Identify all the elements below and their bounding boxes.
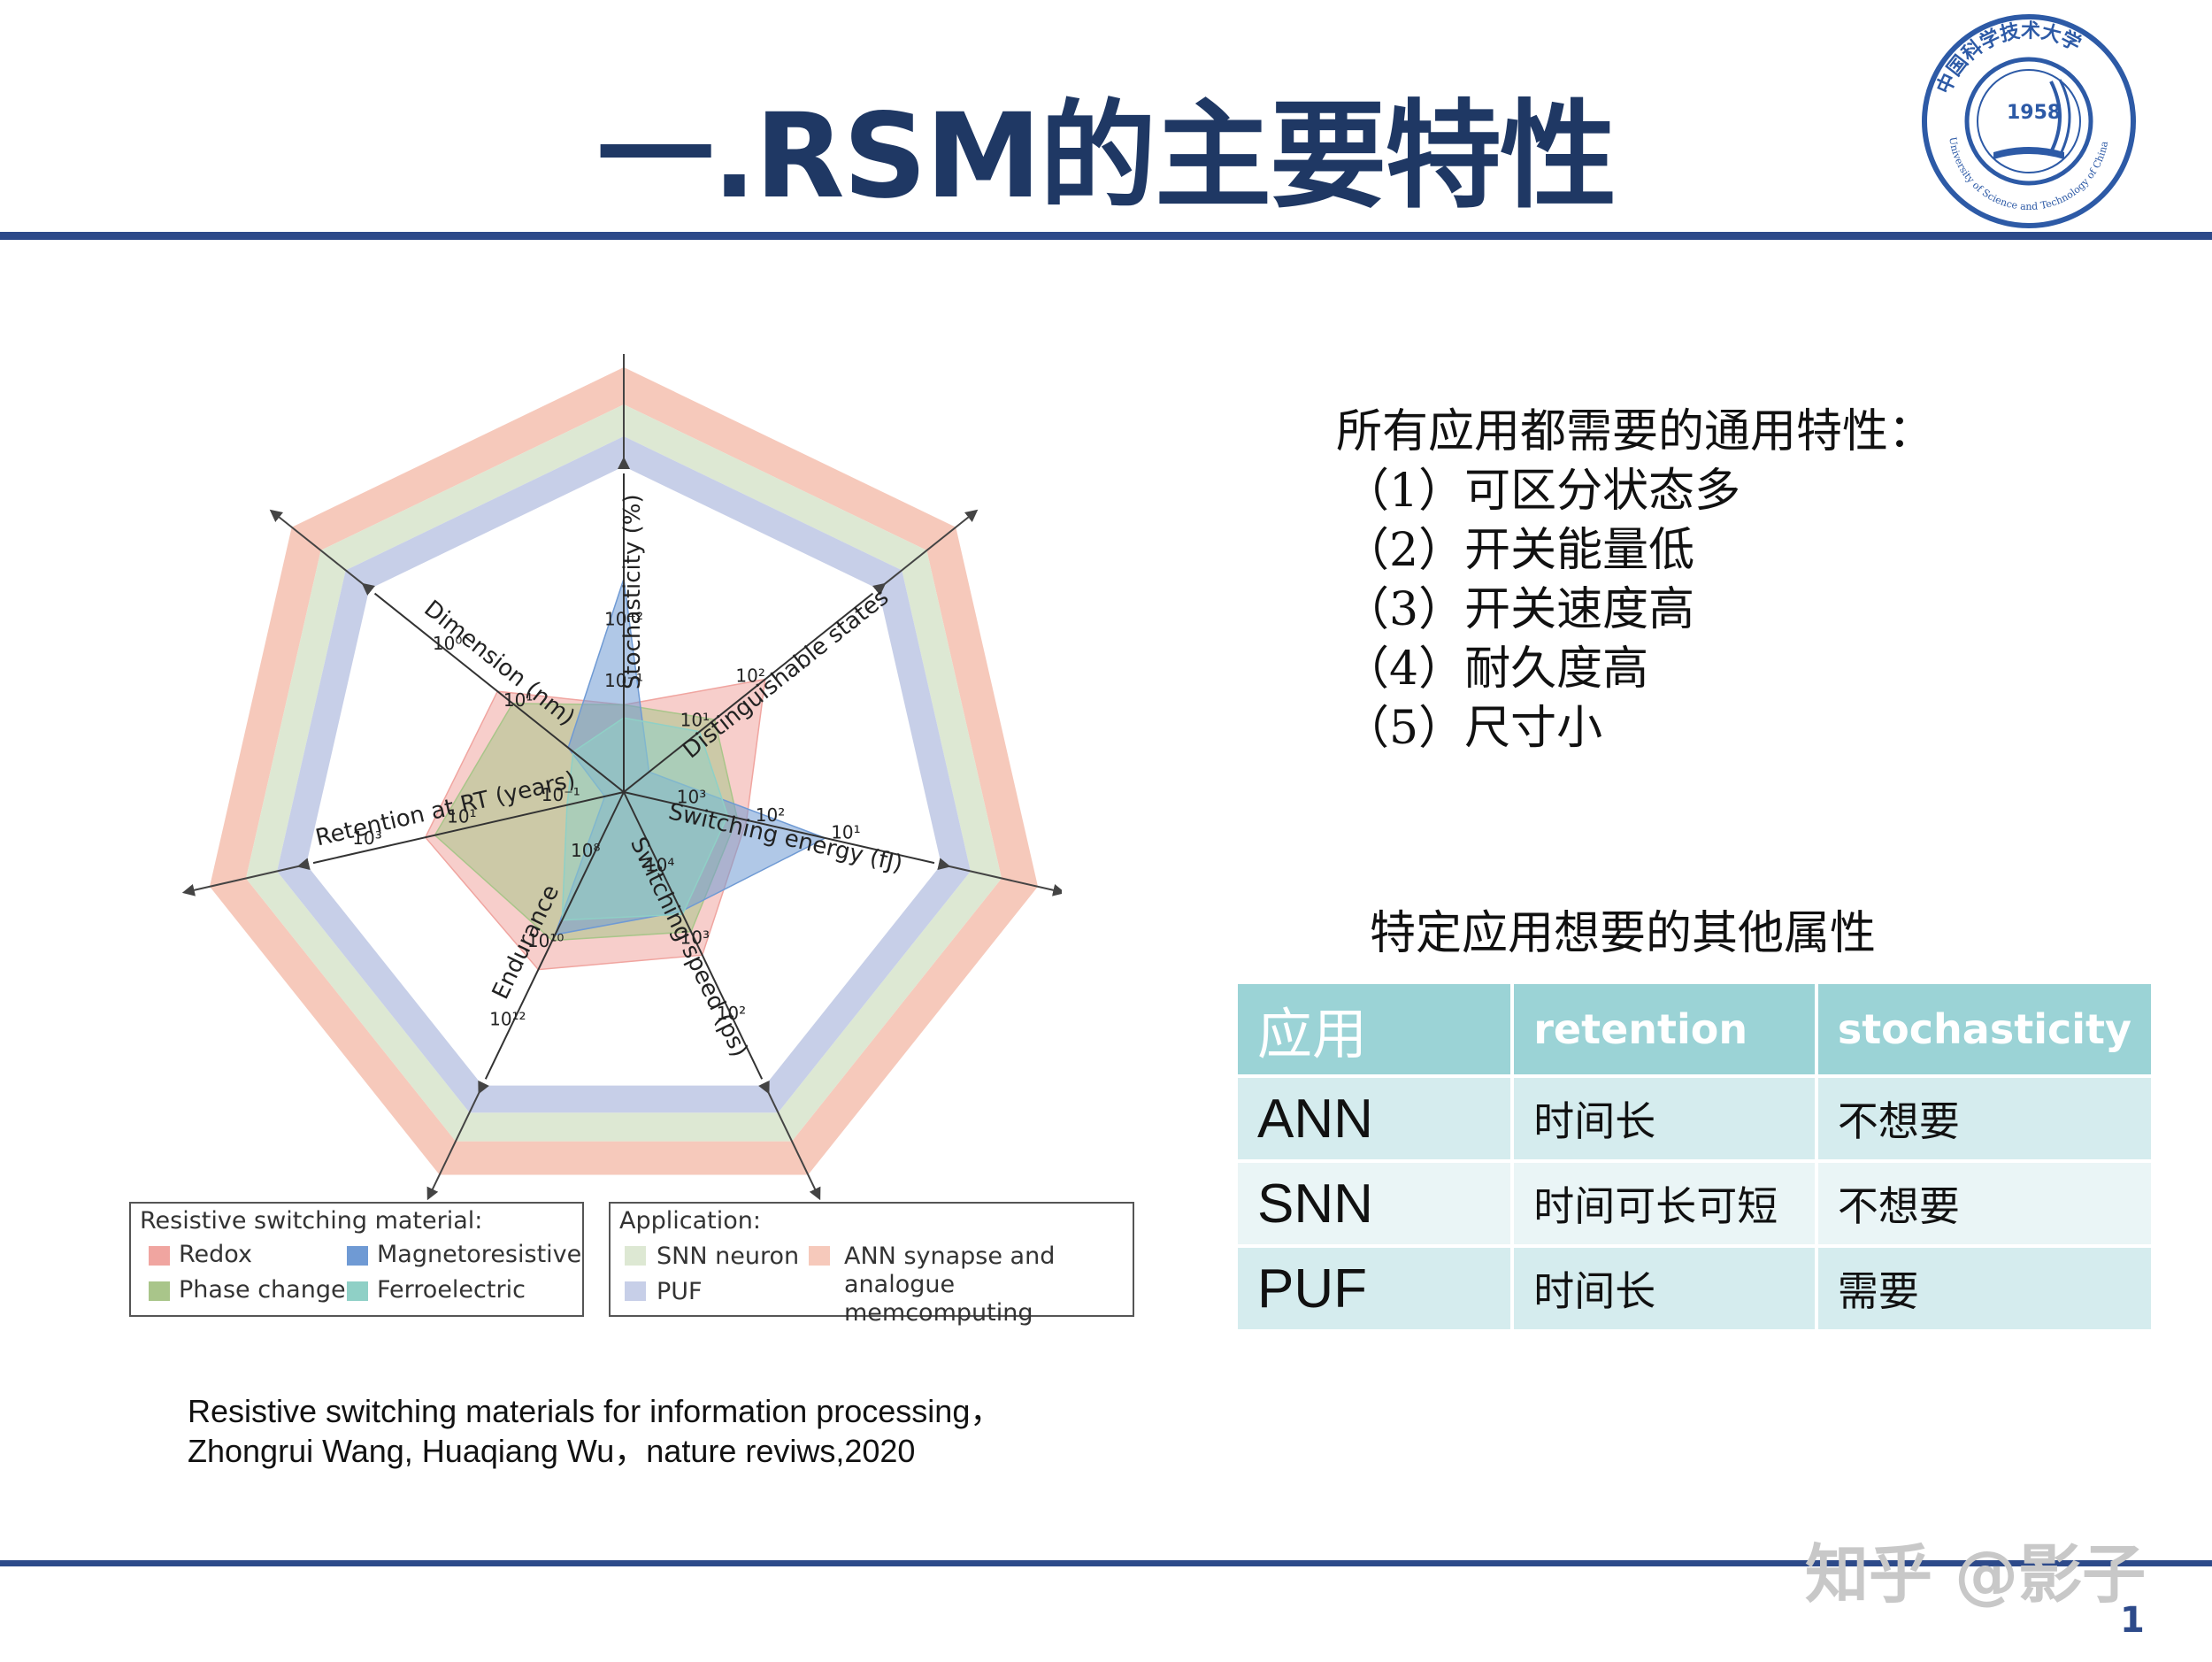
general-item-4: （4）耐久度高: [1343, 642, 1649, 696]
axis-tick-label: 10⁻¹: [604, 670, 643, 691]
axis-arrow: [181, 858, 311, 896]
specific-heading: 特定应用想要的其他属性: [1370, 907, 1877, 960]
general-item-2: （2）开关能量低: [1343, 524, 1695, 577]
axis-arrow: [872, 509, 979, 596]
radar-figure: 10⁻² 10⁻¹ 10² 10¹ 10³ 10² 10¹ 10⁴ 10³ 10² 10⁸ 10¹⁰ 1…: [181, 354, 1062, 1201]
legend-magnetoresistive: Magnetoresistive: [377, 1241, 582, 1268]
radar-axes: 10⁻² 10⁻¹ 10² 10¹ 10³ 10² 10¹ 10⁴ 10³ 10² 10⁸ 10¹⁰ 1…: [181, 354, 1062, 1201]
axis-tick-label: 10²: [717, 1003, 746, 1024]
cell-stochasticity: 不想要: [1817, 1163, 2151, 1244]
axis-tick-label: 10³: [677, 787, 706, 808]
legend-snn-neuron: SNN neuron: [657, 1243, 800, 1270]
axis-line: [623, 592, 874, 793]
axis-tick-label: 10³: [680, 927, 710, 949]
citation-line-2: Zhongrui Wang, Huaqiang Wu，nature reviws…: [188, 1433, 916, 1469]
axis-arrow: [937, 858, 1062, 896]
swatch-phase-change: [149, 1281, 170, 1301]
axis-tick-label: 10²: [756, 804, 785, 826]
swatch-magnetoresistive: [347, 1246, 368, 1266]
axis-tick-label: 10²: [735, 666, 764, 687]
slide-title: 一.RSM的主要特性: [596, 88, 1617, 225]
cell-stochasticity: 需要: [1817, 1248, 2151, 1329]
poly-ferroelectric: [561, 717, 729, 921]
legend-ferroelectric: Ferroelectric: [377, 1276, 526, 1304]
legend-material-title: Resistive switching material:: [140, 1207, 483, 1235]
header-application: 应用: [1238, 984, 1511, 1074]
ustc-logo: 1958 中国科学技术大学 University of Science and …: [1922, 14, 2136, 228]
axis-tick-label: 10¹²: [489, 1009, 526, 1030]
cell-retention: 时间可长可短: [1514, 1163, 1815, 1244]
header-retention: retention: [1514, 984, 1815, 1074]
cell-stochasticity: 不想要: [1817, 1078, 2151, 1159]
axis-label: Stochasticity (%): [619, 494, 646, 689]
axis-line: [312, 791, 625, 865]
material-polygons: [424, 578, 827, 971]
cell-app: PUF: [1238, 1248, 1511, 1329]
axis-line: [373, 592, 625, 793]
axis-arrow: [426, 1080, 489, 1201]
axis-tick-label: 10⁻¹: [541, 784, 580, 805]
legend-ann-synapse: ANN synapse and analogue memcomputing: [844, 1243, 1056, 1327]
cell-retention: 时间长: [1514, 1078, 1815, 1159]
watermark: 知乎 @影子: [1805, 1537, 2147, 1612]
axis-tick-label: 10³: [352, 827, 381, 849]
swatch-redox: [149, 1246, 170, 1266]
axis-arrow: [269, 509, 375, 596]
swatch-snn-neuron: [625, 1246, 646, 1266]
logo-year: 1958: [2007, 102, 2061, 124]
cell-app: ANN: [1238, 1078, 1511, 1159]
page-number: 1: [2120, 1600, 2145, 1641]
table-header-row: 应用 retention stochasticity: [1238, 984, 2151, 1074]
swatch-puf: [625, 1281, 646, 1301]
legend-redox: Redox: [179, 1241, 252, 1268]
axis-tick-label: 10⁴: [645, 854, 674, 875]
legend-material: Resistive switching material: Redox Magn…: [129, 1202, 584, 1317]
axis-tick-label: 10⁻²: [604, 609, 643, 630]
axis-tick-label: 10¹: [680, 710, 710, 731]
axis-line: [484, 791, 625, 1080]
axis-arrow: [758, 1080, 821, 1201]
citation-line-1: Resistive switching materials for inform…: [188, 1393, 1002, 1429]
swatch-ann-synapse: [809, 1246, 830, 1266]
axis-label: Distinguishable states: [678, 584, 894, 764]
general-item-1: （1）可区分状态多: [1343, 465, 1741, 518]
axis-line: [623, 791, 764, 1080]
general-item-3: （3）开关速度高: [1343, 583, 1695, 636]
general-item-5: （5）尺寸小: [1343, 702, 1603, 755]
axis-tick-label: 10⁸: [571, 840, 600, 861]
legend-phase-change: Phase change: [179, 1276, 346, 1304]
axis-tick-label: 10¹: [503, 689, 533, 711]
citation: Resistive switching materials for inform…: [188, 1391, 1002, 1471]
swatch-ferroelectric: [347, 1281, 368, 1301]
cell-retention: 时间长: [1514, 1248, 1815, 1329]
axis-tick-label: 10⁰: [433, 633, 462, 654]
top-divider: [0, 232, 2212, 240]
axis-tick-label: 10¹⁰: [527, 930, 564, 951]
general-properties: 所有应用都需要的通用特性： （1）可区分状态多 （2）开关能量低 （3）开关速度…: [1336, 403, 1934, 758]
legend-puf: PUF: [657, 1278, 703, 1305]
axis-line: [623, 791, 935, 865]
general-heading: 所有应用都需要的通用特性：: [1336, 405, 1935, 458]
cell-app: SNN: [1238, 1163, 1511, 1244]
axis-tick-label: 10¹: [831, 822, 860, 843]
legend-application-title: Application:: [619, 1207, 761, 1235]
legend-application: Application: SNN neuron PUF ANN synapse …: [609, 1202, 1134, 1327]
table-row: SNN 时间可长可短 不想要: [1238, 1163, 2151, 1244]
header-stochasticity: stochasticity: [1817, 984, 2151, 1074]
application-table: 应用 retention stochasticity ANN 时间长 不想要 S…: [1234, 981, 2154, 1333]
table-row: ANN 时间长 不想要: [1238, 1078, 2151, 1159]
table-row: PUF 时间长 需要: [1238, 1248, 2151, 1329]
bottom-divider: [0, 1560, 2212, 1566]
axis-tick-label: 10¹: [447, 806, 476, 827]
